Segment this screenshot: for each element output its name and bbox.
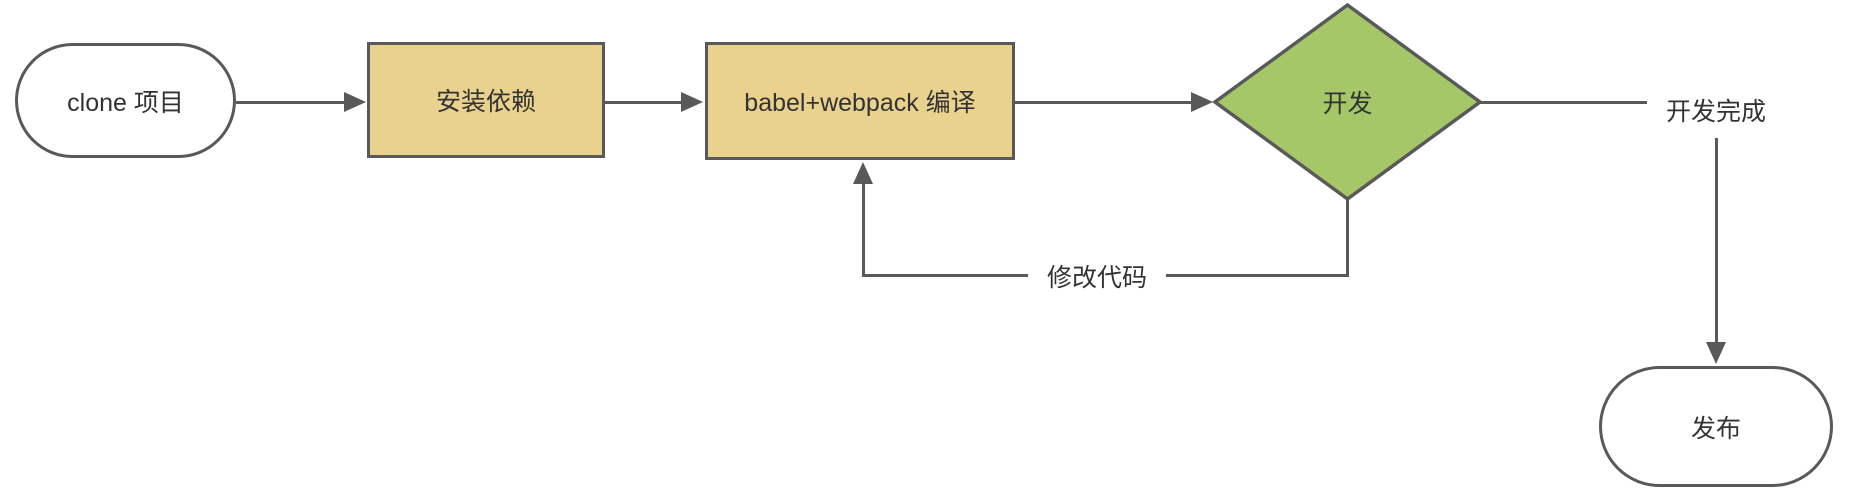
node-install-dependencies-label: 安装依赖 xyxy=(435,88,536,116)
node-develop-decision-label: 开发 xyxy=(1322,90,1373,118)
node-clone-project[interactable]: clone 项目 xyxy=(15,43,236,158)
connector-compile-to-develop-line xyxy=(1015,101,1191,104)
arrowhead-compile-to-develop xyxy=(1191,92,1213,112)
connector-clone-to-install-line xyxy=(236,101,344,104)
arrowhead-install-to-compile xyxy=(681,92,703,112)
connector-install-to-compile-line xyxy=(605,101,681,104)
node-publish-label: 发布 xyxy=(1690,414,1741,443)
node-babel-webpack-compile-label: babel+webpack 编译 xyxy=(744,89,976,117)
edge-label-dev-complete: 开发完成 xyxy=(1659,92,1773,128)
connector-feedback-right-segment xyxy=(1166,274,1349,277)
arrowhead-clone-to-install xyxy=(344,92,366,112)
node-publish[interactable]: 发布 xyxy=(1599,366,1833,487)
node-babel-webpack-compile[interactable]: babel+webpack 编译 xyxy=(705,42,1015,160)
arrowhead-develop-to-publish xyxy=(1706,342,1726,364)
arrowhead-feedback-to-compile xyxy=(853,162,873,184)
connector-develop-to-publish-vline xyxy=(1715,138,1718,342)
connector-develop-to-publish-hline xyxy=(1480,101,1647,104)
node-develop-decision[interactable]: 开发 xyxy=(1212,2,1483,202)
node-install-dependencies[interactable]: 安装依赖 xyxy=(367,42,605,158)
edge-label-modify-code: 修改代码 xyxy=(1040,258,1154,294)
node-clone-project-label: clone 项目 xyxy=(67,88,184,117)
connector-feedback-left-segment xyxy=(863,274,1028,277)
decision-diamond-shape xyxy=(1212,2,1483,202)
connector-feedback-up-line xyxy=(862,184,865,277)
connector-feedback-down-line xyxy=(1346,200,1349,277)
